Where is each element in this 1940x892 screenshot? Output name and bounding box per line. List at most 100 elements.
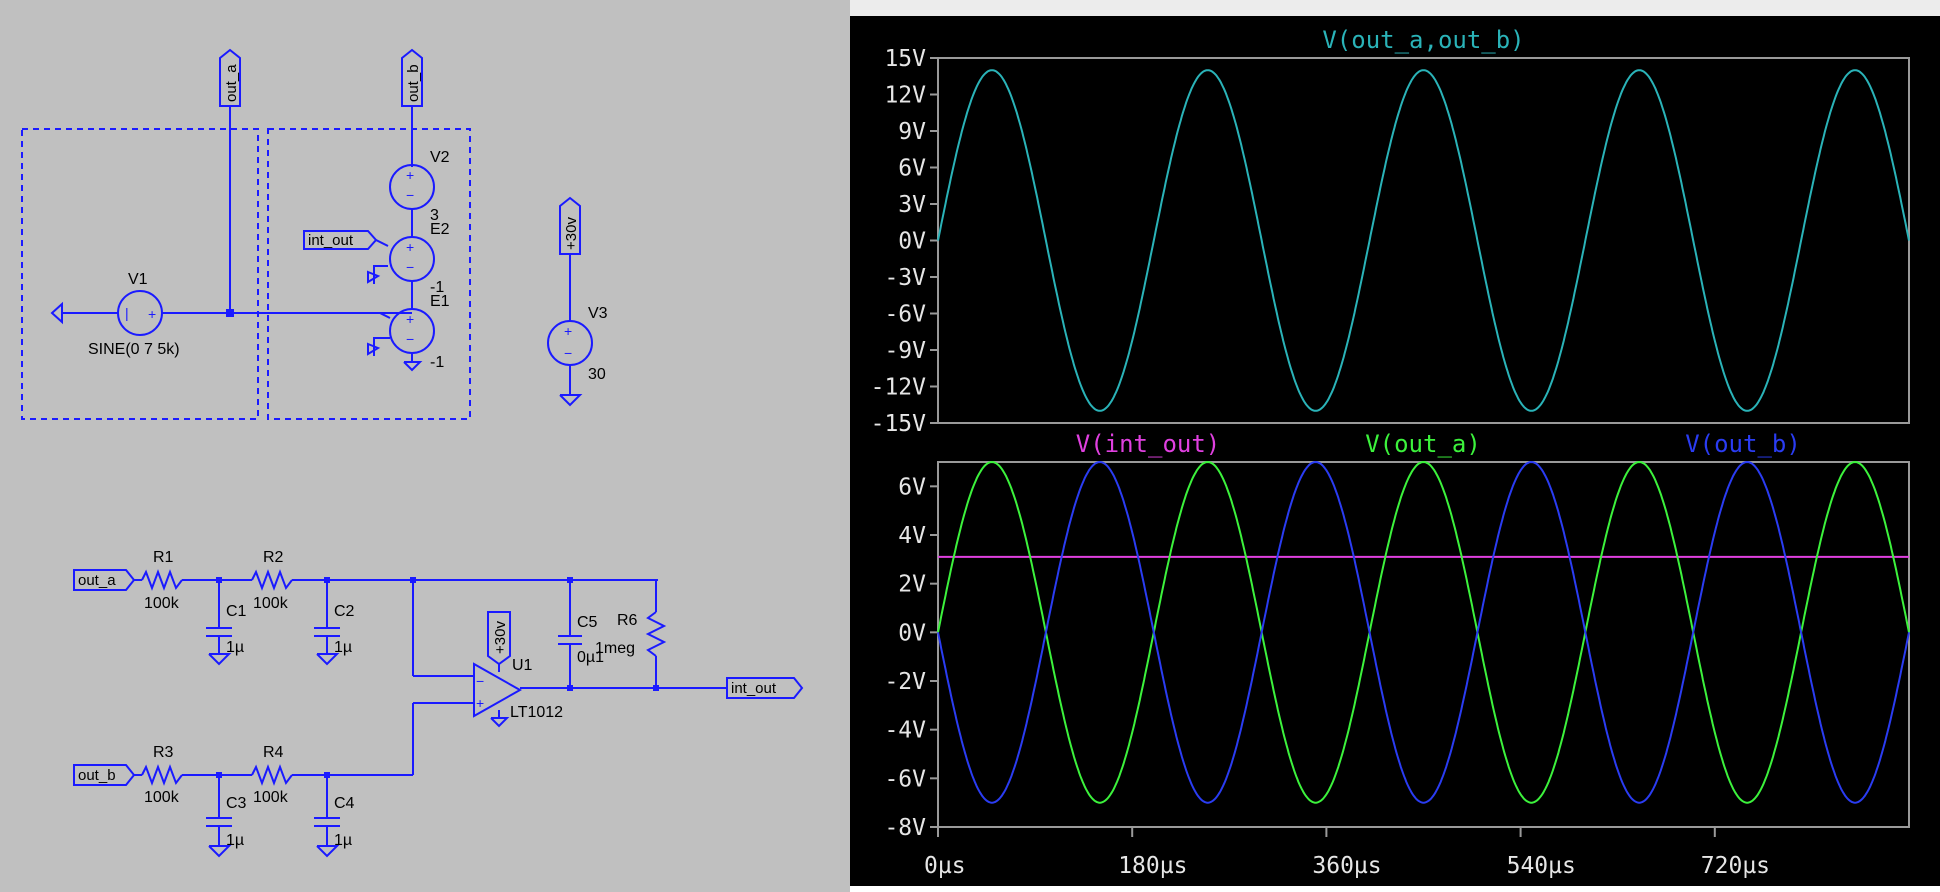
c1-name: C1: [226, 603, 247, 620]
trace-label-v-int-out: V(int_out): [1076, 430, 1221, 458]
svg-text:+: +: [406, 167, 414, 183]
r1-name: R1: [153, 549, 174, 566]
c2-name: C2: [334, 603, 355, 620]
y-tick-label: -4V: [884, 718, 926, 744]
r3-name: R3: [153, 744, 174, 761]
plot-pane-frame-2: [937, 461, 1910, 828]
x-tick-label: 360µs: [1312, 853, 1381, 879]
v3-name: V3: [588, 305, 608, 322]
r2-name: R2: [263, 549, 284, 566]
x-tick-label: 180µs: [1118, 853, 1187, 879]
resistor-r4[interactable]: [251, 764, 293, 786]
resistor-r1[interactable]: [141, 569, 183, 591]
svg-text:−: −: [564, 345, 572, 361]
net-label-out-b-top: out_b: [405, 64, 422, 102]
y-tick-label: -6V: [884, 766, 926, 792]
x-tick-label: 720µs: [1701, 853, 1770, 879]
trace-label-v-out-b: V(out_b): [1685, 430, 1801, 458]
c5-value: 0µ1: [577, 649, 604, 666]
schematic-pane[interactable]: | + + − + − + − + − − + out_a out_b int_out +3…: [0, 0, 850, 892]
c4-value: 1µ: [334, 832, 352, 849]
y-tick-label: -15V: [871, 411, 927, 437]
c4-name: C4: [334, 795, 355, 812]
v2-value: 3: [430, 207, 439, 224]
svg-text:−: −: [406, 187, 414, 203]
trace-label-v-out-a: V(out_a): [1365, 430, 1481, 458]
svg-text:−: −: [476, 673, 484, 689]
y-tick-label: 2V: [898, 572, 926, 598]
c3-name: C3: [226, 795, 247, 812]
v1-name: V1: [128, 271, 148, 288]
net-flag-plus30-opamp[interactable]: [487, 611, 511, 666]
y-tick-label: -2V: [884, 669, 926, 695]
e1-value: -1: [430, 354, 444, 371]
svg-text:+: +: [564, 323, 572, 339]
x-tick-label: 540µs: [1507, 853, 1576, 879]
net-label-int-out-left: int_out: [308, 232, 354, 249]
c2-value: 1µ: [334, 639, 352, 656]
resistor-r2[interactable]: [251, 569, 293, 591]
y-tick-label: -6V: [884, 302, 926, 328]
schematic-canvas[interactable]: | + + − + − + − + − − + out_a out_b int_out +3…: [0, 0, 850, 892]
y-tick-label: 12V: [884, 83, 926, 109]
r4-name: R4: [263, 744, 284, 761]
right-dashed-box: [267, 128, 471, 420]
c5-name: C5: [577, 614, 598, 631]
y-tick-label: 3V: [898, 192, 926, 218]
r6-name: R6: [617, 612, 638, 629]
x-tick-label: 0µs: [924, 853, 966, 879]
u1-value: LT1012: [510, 704, 563, 721]
net-flag-plus30-top[interactable]: [559, 196, 581, 255]
y-tick-label: 0V: [898, 229, 926, 255]
svg-text:+: +: [406, 311, 414, 327]
resistor-r6[interactable]: [645, 611, 667, 657]
y-tick-label: 15V: [884, 46, 926, 72]
y-tick-label: 6V: [898, 474, 926, 500]
plot-pane-frame-1: [937, 57, 1910, 424]
net-label-out-a-in: out_a: [78, 572, 116, 589]
c3-value: 1µ: [226, 832, 244, 849]
svg-text:+: +: [476, 695, 484, 711]
r2-value: 100k: [253, 595, 289, 612]
r6-value: 1meg: [595, 640, 635, 657]
net-label-int-out-right: int_out: [731, 680, 777, 697]
v1-ground: [50, 301, 63, 325]
net-flag-out-b-top[interactable]: [401, 48, 423, 107]
resistor-r3[interactable]: [141, 764, 183, 786]
svg-text:+: +: [406, 239, 414, 255]
e2-value: -1: [430, 279, 444, 296]
net-flag-int-out-left[interactable]: [303, 230, 378, 250]
svg-text:|: |: [125, 305, 129, 321]
r3-value: 100k: [144, 789, 180, 806]
trace-v-out-a-out-b: [937, 69, 1910, 412]
waveform-titlebar[interactable]: [850, 0, 1940, 17]
y-tick-label: 6V: [898, 156, 926, 182]
svg-text:+: +: [148, 306, 156, 322]
e2-name: E2: [430, 221, 450, 238]
left-dashed-box: [21, 128, 259, 420]
net-flag-out-a-in[interactable]: [73, 569, 136, 591]
net-flag-out-b-in[interactable]: [73, 764, 136, 786]
waveform-svg[interactable]: 15V12V9V6V3V0V-3V-6V-9V-12V-15VV(out_a,o…: [850, 16, 1940, 886]
y-tick-label: -8V: [884, 815, 926, 841]
net-label-out-b-in: out_b: [78, 767, 116, 784]
net-label-out-a-top: out_a: [223, 64, 240, 102]
r1-value: 100k: [144, 595, 180, 612]
opamp-u1[interactable]: [473, 662, 523, 718]
net-flag-out-a-top[interactable]: [219, 48, 241, 107]
y-tick-label: 4V: [898, 523, 926, 549]
c1-value: 1µ: [226, 639, 244, 656]
e1-name: E1: [430, 293, 450, 310]
net-flag-int-out-right[interactable]: [726, 677, 804, 699]
net-label-plus30-top: +30v: [563, 217, 580, 250]
svg-text:−: −: [406, 331, 414, 347]
r4-value: 100k: [253, 789, 289, 806]
y-tick-label: -3V: [884, 265, 926, 291]
v2-name: V2: [430, 149, 450, 166]
svg-text:−: −: [406, 259, 414, 275]
v3-value: 30: [588, 366, 606, 383]
trace-v-out-a: [937, 460, 1910, 804]
y-tick-label: -12V: [871, 375, 927, 401]
